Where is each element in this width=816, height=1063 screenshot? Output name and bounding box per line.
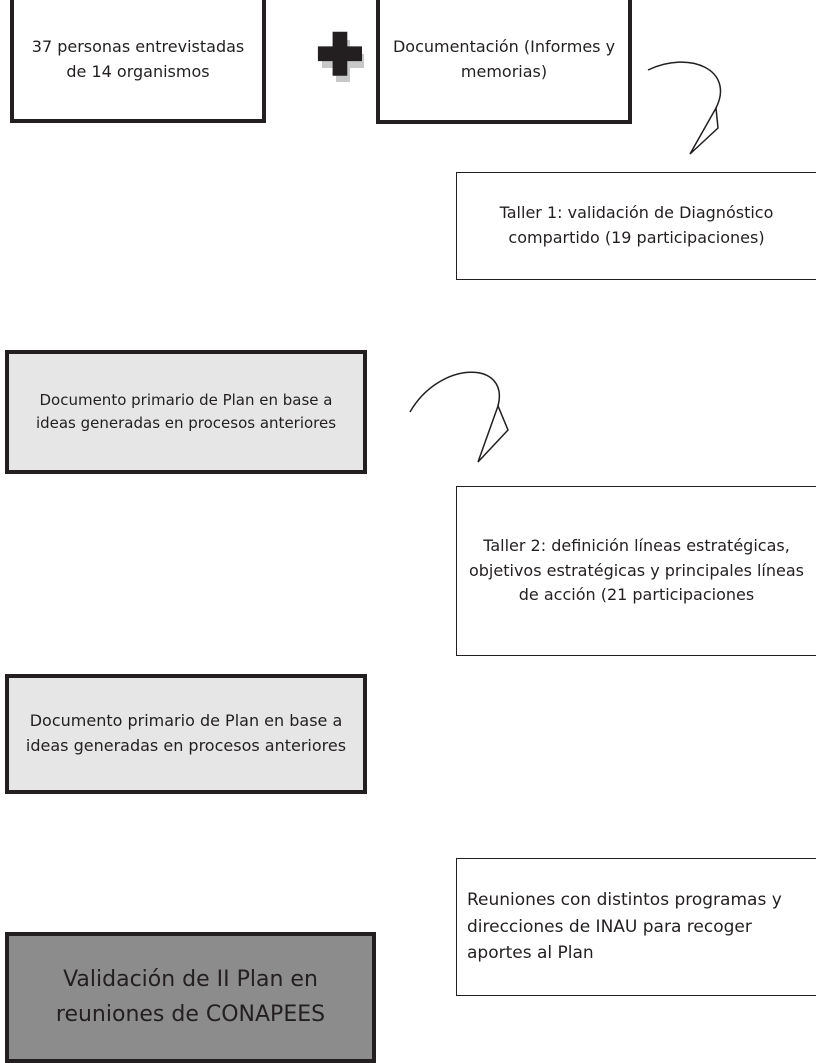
documentation-box: Documentación (Informes y memorias) (376, 0, 632, 124)
primary-document-1-text: Documento primario de Plan en base a ide… (35, 390, 337, 432)
curved-arrow-icon (647, 61, 722, 155)
meetings-text: Reuniones con distintos programas y dire… (467, 890, 782, 964)
primary-document-2-text: Documento primario de Plan en base a ide… (25, 711, 347, 755)
primary-document-box-2: Documento primario de Plan en base a ide… (5, 674, 367, 794)
meetings-box: Reuniones con distintos programas y dire… (456, 858, 816, 996)
validation-box: Validación de II Plan en reuniones de CO… (5, 932, 376, 1063)
validation-text: Validación de II Plan en reuniones de CO… (55, 967, 326, 1027)
workshop-1-text: Taller 1: validación de Diagnóstico comp… (499, 203, 774, 247)
primary-document-box-1: Documento primario de Plan en base a ide… (5, 350, 367, 474)
interviews-box: 37 personas entrevistadas de 14 organism… (10, 0, 266, 123)
workshop-1-box: Taller 1: validación de Diagnóstico comp… (456, 172, 816, 280)
workshop-2-box: Taller 2: definición líneas estratégicas… (456, 486, 816, 656)
interviews-text: 37 personas entrevistadas de 14 organism… (31, 36, 245, 81)
plus-icon (317, 31, 364, 82)
workshop-2-text: Taller 2: definición líneas estratégicas… (468, 535, 804, 605)
documentation-text: Documentación (Informes y memorias) (392, 37, 616, 81)
curved-arrow-icon (409, 371, 509, 463)
